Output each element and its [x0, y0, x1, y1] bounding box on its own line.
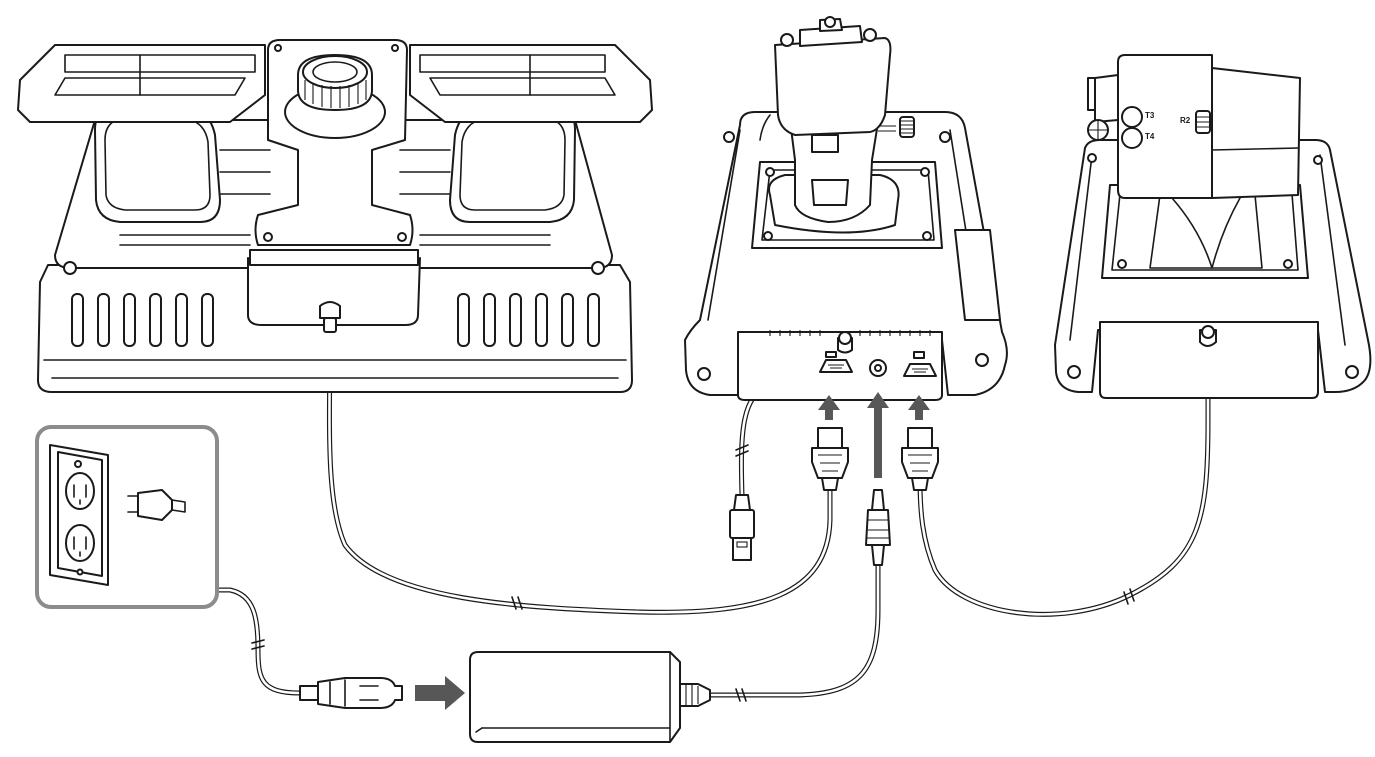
tension-knob[interactable] — [284, 54, 386, 139]
throttle-ministick[interactable] — [1087, 119, 1109, 141]
pedals-port — [319, 301, 341, 333]
power-adapter — [469, 651, 711, 743]
joystick — [684, 16, 1008, 566]
usb-plug — [729, 494, 755, 561]
joystick-port-right — [903, 351, 937, 377]
button-t4[interactable]: T4 — [1121, 127, 1155, 149]
throttle: T3 T4 R2 — [1054, 54, 1372, 399]
throttle-cable — [917, 342, 1211, 617]
label-t4: T4 — [1145, 132, 1155, 141]
arrow-db15-left — [818, 395, 840, 420]
joystick-vents — [769, 330, 931, 336]
db15-plug-left — [811, 427, 849, 491]
ac-connector — [299, 677, 403, 709]
trim-wheel[interactable] — [878, 116, 915, 138]
rocker-r2[interactable]: R2 — [1180, 110, 1211, 134]
db15-plug-right — [901, 427, 939, 491]
label-r2: R2 — [1180, 116, 1191, 125]
power-jack — [869, 359, 887, 377]
pedals-cable — [326, 327, 833, 615]
label-t3: T3 — [1145, 111, 1155, 120]
arrow-power-jack — [867, 392, 889, 478]
vents-left — [71, 293, 214, 347]
outlet-inset — [35, 425, 219, 609]
throttle-port — [1199, 325, 1217, 347]
rudder-pedals — [17, 39, 653, 393]
dc-barrel-plug — [865, 489, 891, 566]
wall-plug — [127, 489, 186, 521]
cables — [181, 327, 1211, 702]
arrow-db15-right — [908, 395, 930, 420]
wall-outlet — [49, 444, 109, 586]
vents-right — [457, 293, 600, 347]
joystick-port-left — [819, 331, 853, 373]
arrow-to-adapter — [415, 676, 465, 710]
power-cable — [707, 562, 881, 702]
